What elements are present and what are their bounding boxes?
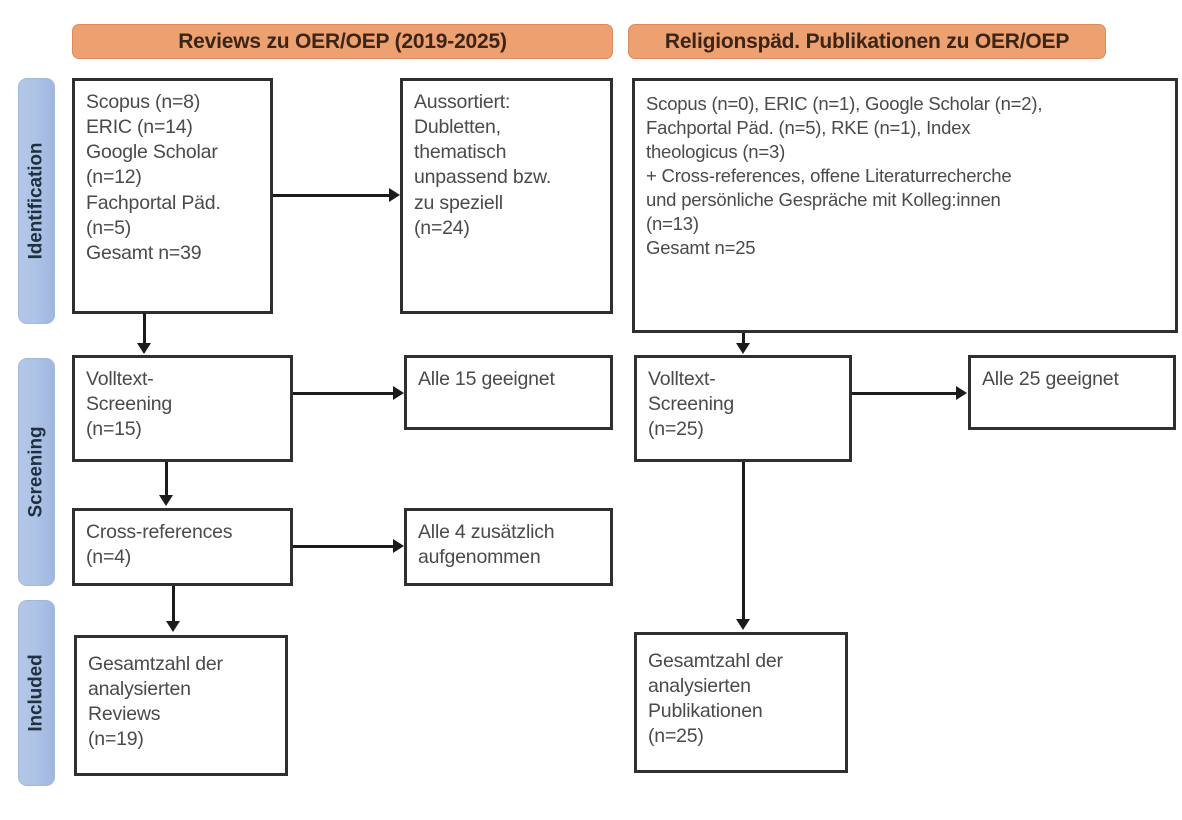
box-line: (n=12)	[86, 166, 142, 189]
box-line: Gesamt n=25	[646, 237, 756, 259]
column-header-reviews-label: Reviews zu OER/OEP (2019-2025)	[178, 29, 507, 53]
connector-right-fulltext-to-included	[742, 462, 745, 620]
stage-label-included: Included	[18, 600, 55, 786]
left-included-total-box: Gesamtzahl der analysierten Reviews (n=1…	[74, 635, 288, 776]
box-line: Scopus (n=8)	[86, 91, 201, 113]
box-line: (n=13)	[646, 213, 699, 235]
box-line: (n=25)	[648, 725, 704, 748]
box-line: Google Scholar	[86, 141, 218, 164]
box-line: Scopus (n=0), ERIC (n=1), Google Scholar…	[646, 93, 1043, 114]
box-line: unpassend bzw.	[414, 166, 552, 189]
connector-left-fulltext-to-crossrefs	[165, 462, 168, 496]
left-identification-sources-box: Scopus (n=8) ERIC (n=14) Google Scholar …	[72, 78, 273, 314]
box-line: Gesamtzahl der	[648, 650, 783, 672]
box-line: Publikationen	[648, 700, 763, 723]
box-line: Dubletten,	[414, 116, 501, 139]
arrowhead-left-sources-to-fulltext	[137, 343, 151, 354]
box-line: (n=24)	[414, 216, 470, 239]
box-line: Alle 25 geeignet	[982, 368, 1119, 390]
right-fulltext-result-box: Alle 25 geeignet	[968, 355, 1176, 430]
connector-left-fulltext-to-result	[293, 392, 393, 395]
box-line: (n=4)	[86, 546, 132, 569]
box-line: Gesamt n=39	[86, 241, 202, 264]
arrowhead-right-sources-to-fulltext	[736, 343, 750, 354]
stage-label-screening: Screening	[18, 358, 55, 586]
stage-label-included-text: Included	[25, 654, 47, 732]
box-line: Volltext-	[86, 368, 154, 390]
arrowhead-left-crossrefs-to-result	[393, 539, 404, 553]
box-line: Fachportal Päd. (n=5), RKE (n=1), Index	[646, 117, 971, 139]
box-line: (n=5)	[86, 216, 132, 239]
box-line: (n=15)	[86, 418, 142, 441]
arrowhead-left-crossrefs-to-included	[166, 621, 180, 632]
box-line: Alle 15 geeignet	[418, 368, 555, 390]
box-line: zu speziell	[414, 191, 503, 214]
box-line: Reviews	[88, 703, 161, 726]
box-line: (n=19)	[88, 728, 144, 751]
stage-label-screening-text: Screening	[25, 426, 47, 518]
box-line: Cross-references	[86, 521, 233, 543]
box-line: Screening	[86, 393, 173, 416]
box-line: ERIC (n=14)	[86, 116, 193, 139]
box-line: Alle 4 zusätzlich	[418, 521, 555, 543]
connector-left-crossrefs-to-included	[172, 586, 175, 622]
stage-label-identification-text: Identification	[25, 142, 47, 260]
column-header-religionspaed: Religionspäd. Publikationen zu OER/OEP	[628, 24, 1106, 59]
box-line: und persönliche Gespräche mit Kolleg:inn…	[646, 189, 1001, 211]
connector-right-fulltext-to-result	[852, 392, 956, 395]
box-line: analysierten	[88, 678, 191, 701]
right-identification-sources-box: Scopus (n=0), ERIC (n=1), Google Scholar…	[632, 78, 1178, 333]
stage-label-identification: Identification	[18, 78, 55, 324]
right-included-total-box: Gesamtzahl der analysierten Publikatione…	[634, 632, 848, 773]
box-line: theologicus (n=3)	[646, 141, 786, 163]
column-header-reviews: Reviews zu OER/OEP (2019-2025)	[72, 24, 613, 59]
box-line: Gesamtzahl der	[88, 653, 223, 675]
box-line: aufgenommen	[418, 546, 541, 569]
box-line: Volltext-	[648, 368, 716, 390]
connector-right-sources-to-fulltext	[742, 333, 745, 344]
connector-left-sources-to-fulltext	[143, 313, 146, 344]
left-fulltext-screening-box: Volltext- Screening (n=15)	[72, 355, 293, 462]
box-line: Aussortiert:	[414, 91, 511, 113]
box-line: + Cross-references, offene Literaturrech…	[646, 165, 1012, 187]
box-line: Screening	[648, 393, 735, 416]
arrowhead-right-fulltext-to-included	[736, 619, 750, 630]
connector-left-sources-to-excluded	[273, 194, 389, 197]
arrowhead-left-sources-to-excluded	[389, 188, 400, 202]
left-fulltext-result-box: Alle 15 geeignet	[404, 355, 613, 430]
column-header-religionspaed-label: Religionspäd. Publikationen zu OER/OEP	[664, 29, 1070, 53]
box-line: analysierten	[648, 675, 751, 698]
box-line: Fachportal Päd.	[86, 191, 221, 214]
left-cross-references-box: Cross-references (n=4)	[72, 508, 293, 586]
box-line: thematisch	[414, 141, 507, 164]
arrowhead-left-fulltext-to-crossrefs	[159, 495, 173, 506]
connector-left-crossrefs-to-result	[293, 545, 393, 548]
left-cross-references-result-box: Alle 4 zusätzlich aufgenommen	[404, 508, 613, 586]
arrowhead-right-fulltext-to-result	[956, 386, 967, 400]
arrowhead-left-fulltext-to-result	[393, 386, 404, 400]
left-excluded-box: Aussortiert: Dubletten, thematisch unpas…	[400, 78, 613, 314]
right-fulltext-screening-box: Volltext- Screening (n=25)	[634, 355, 852, 462]
box-line: (n=25)	[648, 418, 704, 441]
